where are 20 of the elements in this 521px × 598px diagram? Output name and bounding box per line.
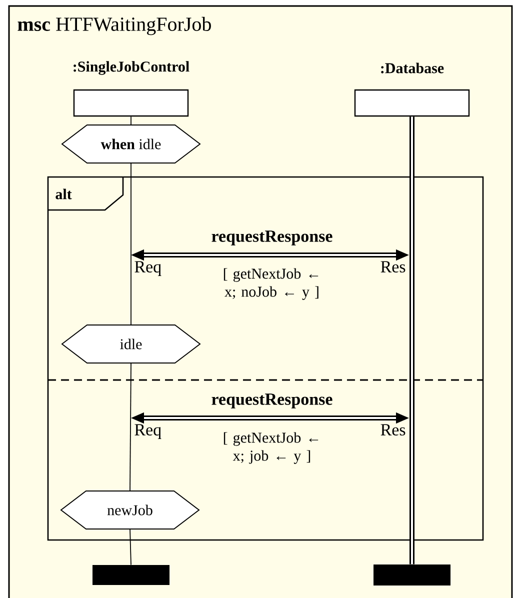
lifeline [410, 116, 414, 564]
port-label: Req [134, 424, 162, 439]
message-arrow [131, 412, 409, 424]
port-label: Req [134, 261, 162, 276]
guard-text: [ getNextJob ← x; noJob ← y ] [224, 268, 318, 300]
diagram-title: msc HTFWaitingForJob [18, 16, 211, 36]
lifeline [130, 362, 132, 492]
end-bar [92, 565, 170, 585]
lifeline [130, 162, 132, 326]
port-label: Res [380, 424, 406, 436]
edge-label: requestResponse [210, 392, 334, 410]
edge-label: requestResponse [210, 230, 334, 246]
port-label: Res [380, 261, 406, 272]
end-bar [374, 564, 450, 586]
guard-text: [ getNextJob ← x; job ← y ] [224, 432, 318, 464]
message-arrow [131, 249, 409, 261]
instance-name: :SingleJobControl [74, 61, 190, 75]
lifeline [130, 528, 132, 566]
instance-name: :Database [381, 62, 444, 74]
lifeline [130, 116, 132, 126]
